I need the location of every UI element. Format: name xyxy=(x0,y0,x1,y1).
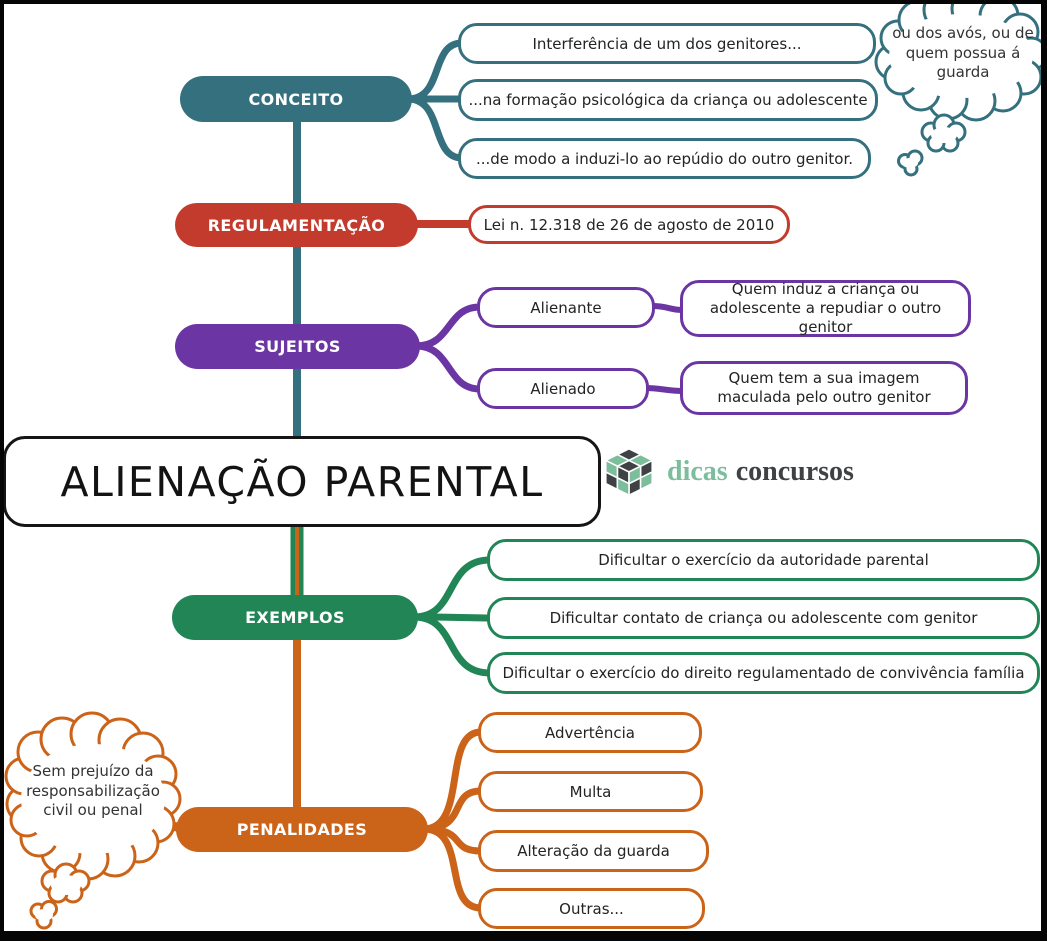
thought-cloud-top-right-text: ou dos avós, ou de quem possua á guarda xyxy=(892,24,1034,81)
cube-logo-icon xyxy=(604,447,654,497)
thought-cloud-top-right xyxy=(874,0,1047,177)
central-topic-title: ALIENAÇÃO PARENTAL xyxy=(60,457,544,506)
branch-sujeitos-alienante-desc-text: Quem induz a criança ou adolescente a re… xyxy=(709,280,942,336)
node-penalidades: PENALIDADES xyxy=(176,807,428,852)
branch-exemplos-2: Dificultar contato de criança ou adolesc… xyxy=(487,597,1040,639)
branch-penalidades-1: Advertência xyxy=(478,712,702,753)
thought-cloud-bottom-left xyxy=(4,711,182,930)
node-exemplos: EXEMPLOS xyxy=(172,595,418,640)
branch-sujeitos-alienante-text: Alienante xyxy=(530,298,602,317)
branch-exemplos-2-text: Dificultar contato de criança ou adolesc… xyxy=(549,609,978,627)
branch-sujeitos-alienado: Alienado xyxy=(477,368,649,409)
penalidades-connectors xyxy=(153,728,485,912)
logo-word-concursos: concursos xyxy=(735,456,854,487)
branch-penalidades-4: Outras... xyxy=(478,888,705,929)
branch-conceito-3: ...de modo a induzi-lo ao repúdio do out… xyxy=(458,138,871,179)
branch-exemplos-1-text: Dificultar o exercício da autoridade par… xyxy=(598,551,929,569)
branch-sujeitos-alienado-text: Alienado xyxy=(530,379,596,398)
branch-regulamentacao-1-text: Lei n. 12.318 de 26 de agosto de 2010 xyxy=(483,215,775,234)
branch-exemplos-3-text: Dificultar o exercício do direito regula… xyxy=(502,664,1025,682)
branch-penalidades-2: Multa xyxy=(478,771,703,812)
branch-sujeitos-alienante: Alienante xyxy=(477,287,655,328)
branch-exemplos-1: Dificultar o exercício da autoridade par… xyxy=(487,539,1040,581)
node-conceito: CONCEITO xyxy=(180,76,412,122)
logo-word-dicas: dicas xyxy=(667,456,728,487)
node-exemplos-label: EXEMPLOS xyxy=(245,608,345,627)
branch-conceito-1: Interferência de um dos genitores... xyxy=(458,23,876,64)
branch-conceito-1-text: Interferência de um dos genitores... xyxy=(532,34,802,53)
branch-sujeitos-alienado-desc-text: Quem tem a sua imagem maculada pelo outr… xyxy=(717,369,931,406)
exemplos-connectors xyxy=(410,556,494,677)
branch-penalidades-3-text: Alteração da guarda xyxy=(517,842,670,860)
branch-conceito-2-text: ...na formação psicológica da criança ou… xyxy=(468,91,868,109)
branch-exemplos-3: Dificultar o exercício do direito regula… xyxy=(487,652,1040,694)
dicas-concursos-logo: dicas concursos xyxy=(600,440,854,504)
node-sujeitos: SUJEITOS xyxy=(175,324,420,369)
node-sujeitos-label: SUJEITOS xyxy=(254,337,341,356)
branch-conceito-2: ...na formação psicológica da criança ou… xyxy=(458,79,878,121)
branch-conceito-3-text: ...de modo a induzi-lo ao repúdio do out… xyxy=(475,149,854,168)
node-regulamentacao-label: REGULAMENTAÇÃO xyxy=(207,215,386,235)
thought-cloud-bottom-left-text: Sem prejuízo da responsabilização civil … xyxy=(26,762,160,819)
branch-sujeitos-alienado-desc: Quem tem a sua imagem maculada pelo outr… xyxy=(680,361,968,415)
branch-penalidades-2-text: Multa xyxy=(569,782,612,801)
branch-regulamentacao-1: Lei n. 12.318 de 26 de agosto de 2010 xyxy=(468,205,790,244)
branch-sujeitos-alienante-desc: Quem induz a criança ou adolescente a re… xyxy=(680,280,971,337)
node-regulamentacao: REGULAMENTAÇÃO xyxy=(175,203,418,247)
conceito-connectors xyxy=(404,39,466,162)
branch-penalidades-1-text: Advertência xyxy=(544,723,635,742)
node-conceito-label: CONCEITO xyxy=(248,89,344,109)
branch-penalidades-4-text: Outras... xyxy=(559,899,624,918)
branch-penalidades-3: Alteração da guarda xyxy=(478,830,709,872)
central-topic: ALIENAÇÃO PARENTAL xyxy=(3,436,601,527)
node-penalidades-label: PENALIDADES xyxy=(236,820,368,839)
